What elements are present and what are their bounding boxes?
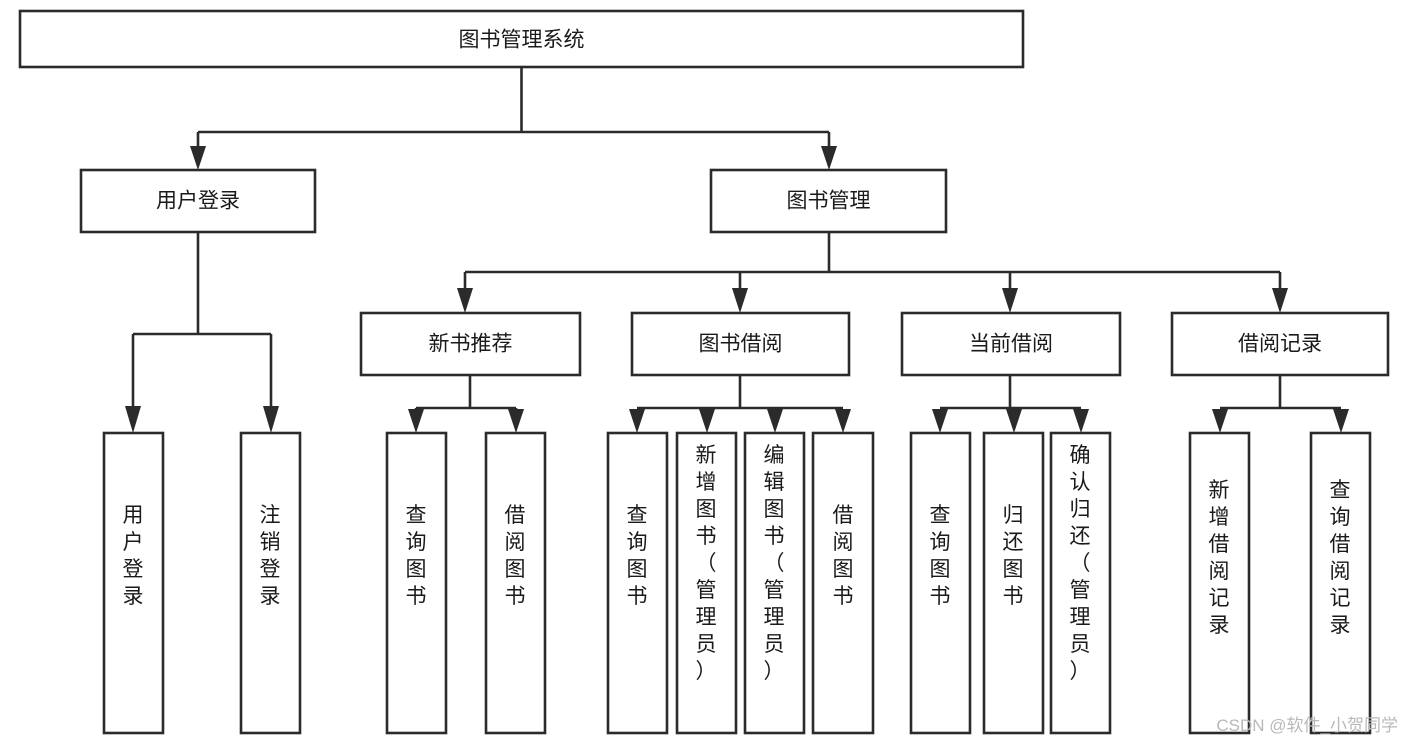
connector-group-book-management <box>457 232 1288 313</box>
arrow-head-leaf-confirm-return-admin <box>1073 409 1089 433</box>
leaf-query-book-recommend[interactable]: 查询图书 <box>385 431 448 735</box>
leaf-edit-book-admin-rect[interactable] <box>743 431 806 735</box>
arrow-head-leaf-add-book-admin <box>699 409 715 433</box>
leaf-query-book-current[interactable]: 查询图书 <box>909 431 972 735</box>
node-borrow-record-label: 借阅记录 <box>1238 333 1322 356</box>
leaf-add-borrow-record[interactable]: 新增借阅记录 <box>1188 431 1251 735</box>
leaf-query-book-borrow-rect[interactable] <box>606 431 669 735</box>
arrow-head-leaf-query-borrow-record <box>1333 409 1349 433</box>
arrow-head-current-borrow <box>1002 288 1018 313</box>
leaf-add-borrow-record-label: 新增借阅记录 <box>1209 479 1230 637</box>
leaf-query-book-borrow-label: 查询图书 <box>627 504 648 608</box>
arrow-head-new-book-recommend <box>457 288 473 313</box>
leaf-borrow-book-recommend[interactable]: 借阅图书 <box>484 431 547 735</box>
arrow-head-book-management <box>821 146 837 170</box>
arrow-head-leaf-borrow-book <box>835 409 851 433</box>
connector-group-new-book-recommend <box>408 375 524 433</box>
leaf-borrow-book-recommend-rect[interactable] <box>484 431 547 735</box>
node-user-login-label: 用户登录 <box>156 190 240 213</box>
leaf-query-borrow-record[interactable]: 查询借阅记录 <box>1309 431 1372 735</box>
node-user-login-rect[interactable] <box>79 168 317 234</box>
leaf-borrow-book-label: 借阅图书 <box>833 504 854 608</box>
arrow-head-leaf-query-book-current <box>932 409 948 433</box>
node-borrow-record-rect[interactable] <box>1170 311 1390 377</box>
leaf-return-book[interactable]: 归还图书 <box>982 431 1045 735</box>
leaf-add-book-admin[interactable]: 新增图书（管理员） <box>675 431 738 735</box>
leaf-query-borrow-record-rect[interactable] <box>1309 431 1372 735</box>
arrow-head-user-login <box>190 146 206 170</box>
leaf-user-login[interactable]: 用户登录 <box>102 431 165 735</box>
leaf-logout-label: 注销登录 <box>260 504 281 608</box>
node-current-borrow[interactable]: 当前借阅 <box>900 311 1122 377</box>
connector-group-root <box>190 67 837 170</box>
leaf-query-book-recommend-rect[interactable] <box>385 431 448 735</box>
leaf-logout[interactable]: 注销登录 <box>239 431 302 735</box>
leaf-query-book-current-rect[interactable] <box>909 431 972 735</box>
leaf-user-login-rect[interactable] <box>102 431 165 735</box>
leaf-add-borrow-record-rect[interactable] <box>1188 431 1251 735</box>
node-new-book-recommend-rect[interactable] <box>359 311 582 377</box>
node-root-rect[interactable] <box>18 9 1025 69</box>
leaf-confirm-return-admin-label: 确认归还（管理员） <box>1070 444 1091 683</box>
leaf-edit-book-admin[interactable]: 编辑图书（管理员） <box>743 431 806 735</box>
node-book-management-rect[interactable] <box>709 168 948 234</box>
node-book-management[interactable]: 图书管理 <box>709 168 948 234</box>
leaf-logout-rect[interactable] <box>239 431 302 735</box>
leaf-borrow-book[interactable]: 借阅图书 <box>811 431 875 735</box>
leaf-add-book-admin-label: 新增图书（管理员） <box>696 444 717 683</box>
leaf-return-book-label: 归还图书 <box>1003 504 1024 608</box>
connector-group-current-borrow <box>932 375 1089 433</box>
connector-group-user-login <box>125 232 279 433</box>
node-book-borrow-label: 图书借阅 <box>699 333 783 356</box>
leaf-return-book-rect[interactable] <box>982 431 1045 735</box>
leaf-add-book-admin-rect[interactable] <box>675 431 738 735</box>
leaf-confirm-return-admin-rect[interactable] <box>1049 431 1112 735</box>
leaf-query-borrow-record-label: 查询借阅记录 <box>1330 479 1351 637</box>
leaf-user-login-label: 用户登录 <box>123 504 144 608</box>
node-book-management-label: 图书管理 <box>787 190 871 213</box>
node-root-label: 图书管理系统 <box>459 29 585 52</box>
node-new-book-recommend[interactable]: 新书推荐 <box>359 311 582 377</box>
arrow-head-leaf-logout <box>263 406 279 433</box>
node-current-borrow-rect[interactable] <box>900 311 1122 377</box>
arrow-head-leaf-add-borrow-record <box>1212 409 1228 433</box>
leaf-query-book-recommend-label: 查询图书 <box>406 504 427 608</box>
leaf-edit-book-admin-label: 编辑图书（管理员） <box>764 444 785 683</box>
node-current-borrow-label: 当前借阅 <box>969 333 1053 356</box>
leaf-confirm-return-admin[interactable]: 确认归还（管理员） <box>1049 431 1112 735</box>
arrow-head-leaf-query-book-borrow <box>629 409 645 433</box>
connector-group-book-borrow <box>629 375 851 433</box>
arrow-head-leaf-return-book <box>1006 409 1022 433</box>
csdn-watermark: CSDN @软件_小贺同学 <box>1216 716 1398 735</box>
arrow-head-leaf-edit-book-admin <box>767 409 783 433</box>
arrow-head-borrow-record <box>1272 288 1288 313</box>
node-book-borrow[interactable]: 图书借阅 <box>630 311 851 377</box>
node-root[interactable]: 图书管理系统 <box>18 9 1025 69</box>
arrow-head-book-borrow <box>732 288 748 313</box>
leaf-borrow-book-rect[interactable] <box>811 431 875 735</box>
node-new-book-recommend-label: 新书推荐 <box>429 333 513 356</box>
arrow-head-leaf-query-book-recommend <box>408 409 424 433</box>
leaf-borrow-book-recommend-label: 借阅图书 <box>505 504 526 608</box>
node-book-borrow-rect[interactable] <box>630 311 851 377</box>
connector-group-borrow-record <box>1212 375 1349 433</box>
arrow-head-leaf-user-login <box>125 406 141 433</box>
leaf-query-book-borrow[interactable]: 查询图书 <box>606 431 669 735</box>
node-borrow-record[interactable]: 借阅记录 <box>1170 311 1390 377</box>
leaf-query-book-current-label: 查询图书 <box>930 504 951 608</box>
node-user-login[interactable]: 用户登录 <box>79 168 317 234</box>
arrow-head-leaf-borrow-book-recommend <box>508 409 524 433</box>
